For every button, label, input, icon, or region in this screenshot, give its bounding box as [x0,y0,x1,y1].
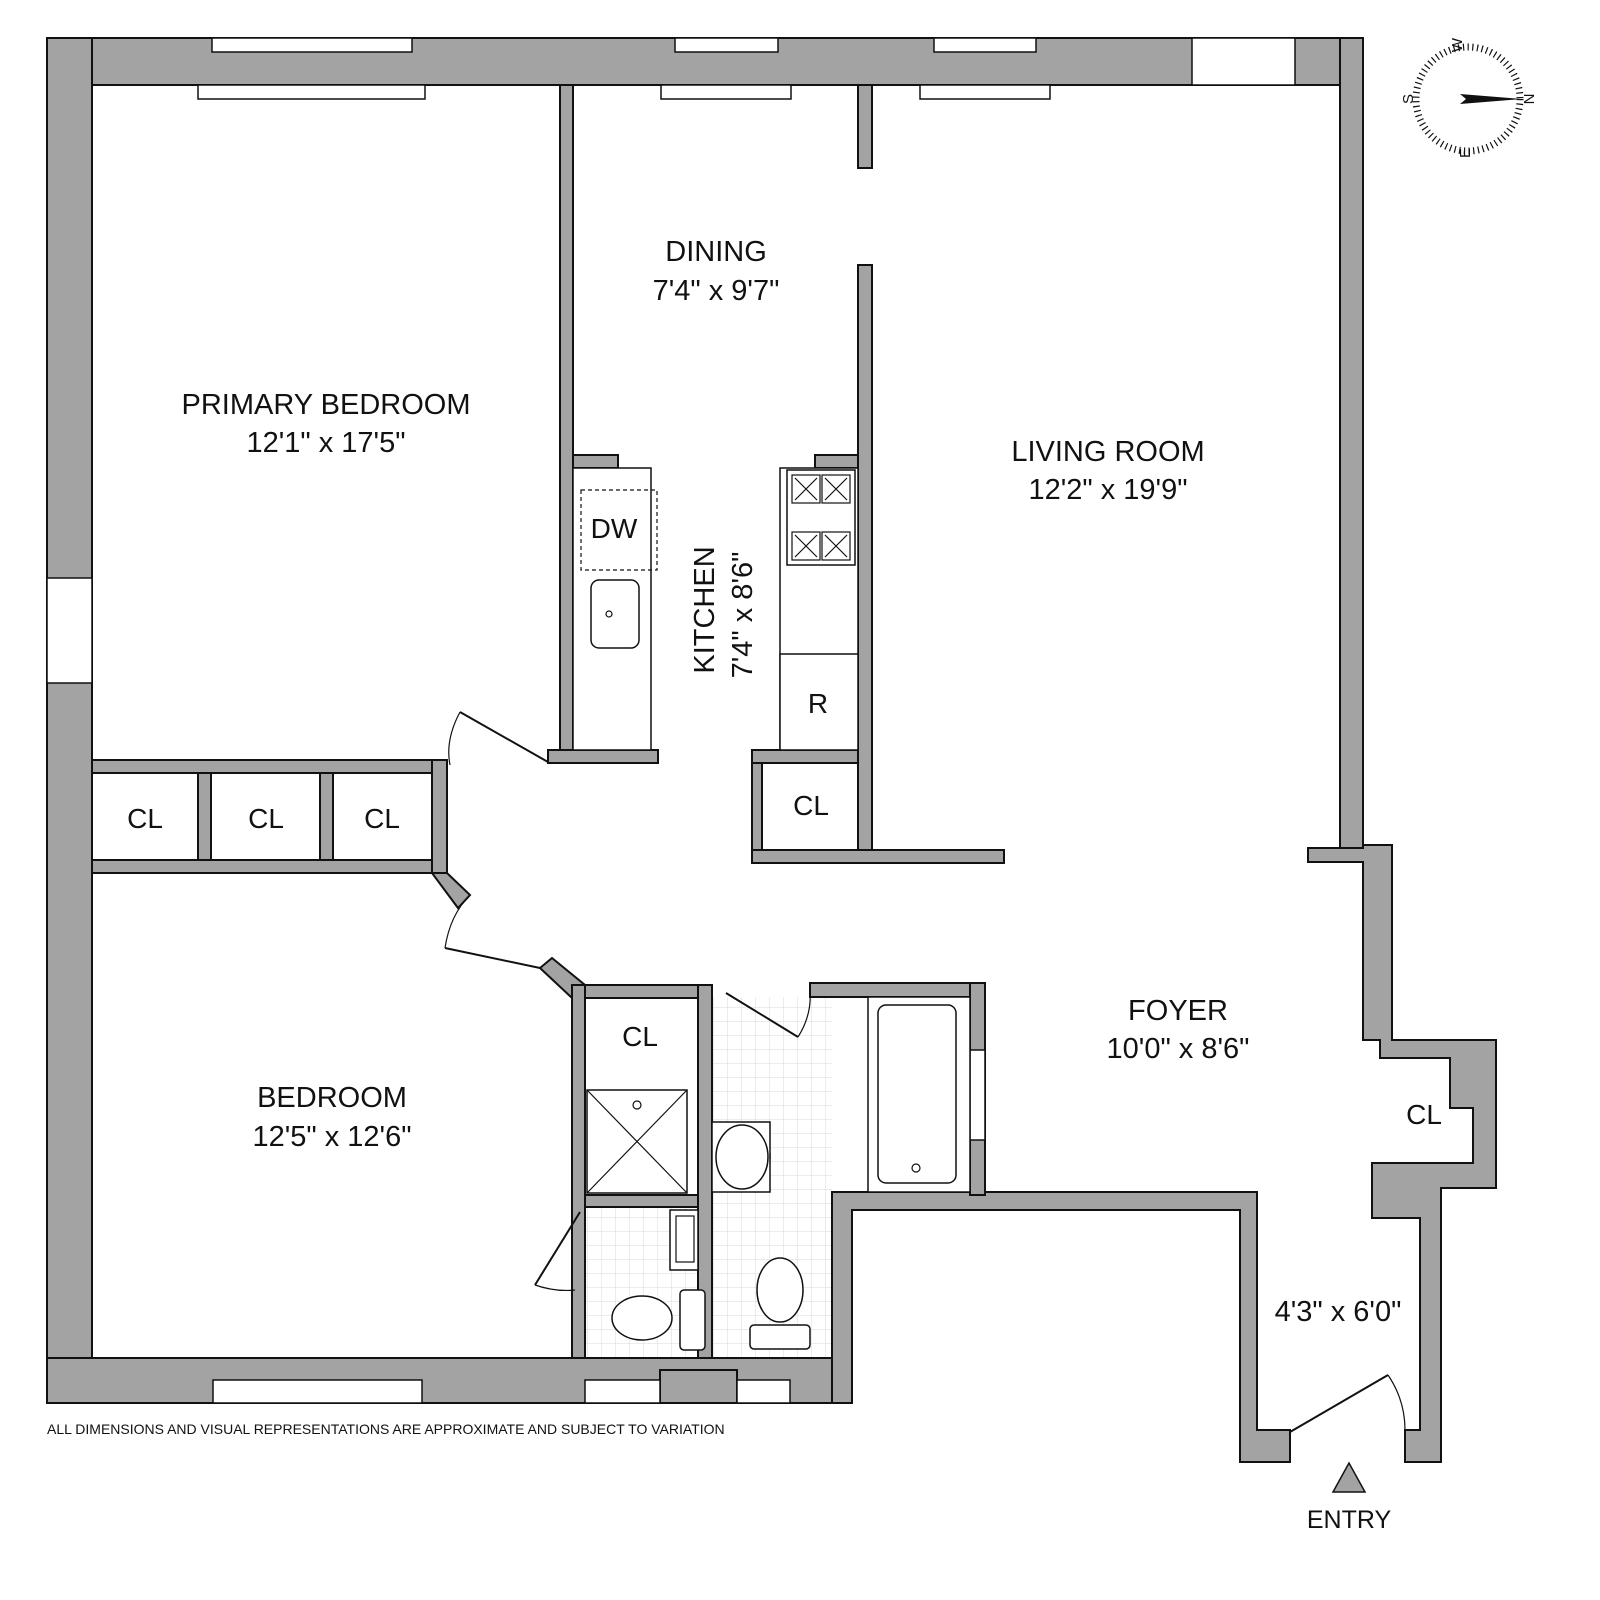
toilet-icon [611,1295,673,1341]
kitchen-fixtures [572,467,859,751]
closet-label: CL [622,1021,658,1052]
compass-icon: S N W E [1400,37,1538,158]
entry-label: ENTRY [1307,1506,1392,1534]
bathtub-icon [877,1004,957,1184]
dining-size: 7'4" x 9'7" [653,275,780,307]
primary-bedroom-size: 12'1" x 17'5" [246,427,405,459]
windows [46,37,1296,1404]
refrigerator-label: R [808,688,828,719]
closet-label: CL [1406,1099,1442,1130]
kitchen-name: KITCHEN [689,546,721,673]
bath-fixtures [586,996,971,1351]
kitchen-size: 7'4" x 8'6" [727,552,759,679]
dishwasher-label: DW [591,513,638,544]
bedroom-name: BEDROOM [257,1082,407,1114]
sink-icon [590,579,640,649]
disclaimer: ALL DIMENSIONS AND VISUAL REPRESENTATION… [47,1421,725,1437]
closet-label: CL [127,803,163,834]
closet-label: CL [248,803,284,834]
foyer-name: FOYER [1128,995,1228,1027]
stove-icon [786,469,856,566]
entry-marker: ENTRY [1307,1461,1392,1534]
entry-arrow-icon [1331,1461,1367,1493]
compass-w: W [1449,37,1466,52]
living-room-name: LIVING ROOM [1011,436,1204,468]
entry-hall-size: 4'3" x 6'0" [1275,1296,1402,1328]
doors [444,711,1406,1433]
compass-s: S [1400,94,1417,104]
room-labels: PRIMARY BEDROOM 12'1" x 17'5" DINING 7'4… [127,236,1442,1328]
foyer-size: 10'0" x 8'6" [1107,1033,1250,1065]
compass-n: N [1521,94,1538,105]
closet-label: CL [793,790,829,821]
primary-bedroom-name: PRIMARY BEDROOM [182,389,471,421]
toilet-icon [756,1257,804,1323]
closet-label: CL [364,803,400,834]
walls [46,37,1497,1463]
dining-name: DINING [665,236,767,268]
compass-e: E [1457,148,1474,158]
bedroom-size: 12'5" x 12'6" [252,1121,411,1153]
living-room-size: 12'2" x 19'9" [1028,474,1187,506]
